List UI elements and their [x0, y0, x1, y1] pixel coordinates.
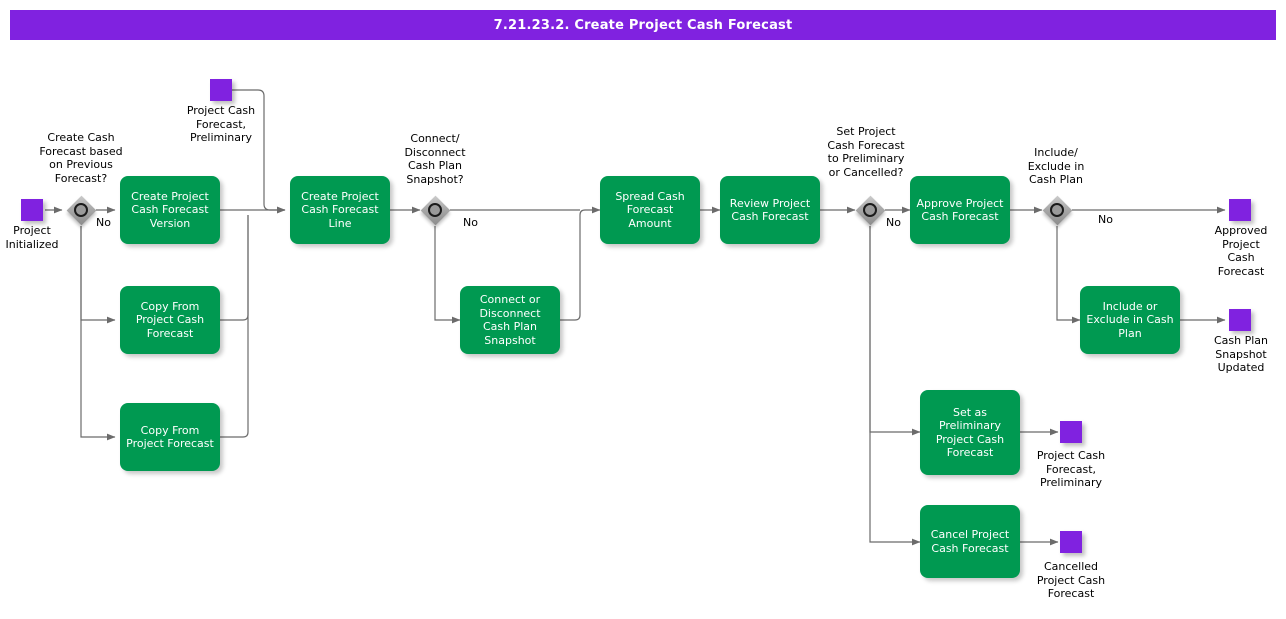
task-create-project-cash-forecast-line[interactable]: Create Project Cash Forecast Line — [290, 176, 390, 244]
event-project-cash-forecast-preliminary-end[interactable] — [1060, 421, 1082, 443]
task-label: Create Project Cash Forecast Line — [301, 189, 379, 230]
event-cancelled-project-cash-forecast-label: Cancelled Project Cash Forecast — [1036, 560, 1106, 600]
task-label: Spread Cash Forecast Amount — [615, 189, 685, 230]
task-cancel-project-cash-forecast[interactable]: Cancel Project Cash Forecast — [920, 505, 1020, 578]
task-set-as-preliminary-project-cash-forecast[interactable]: Set as Preliminary Project Cash Forecast — [920, 390, 1020, 475]
gateway-connect-disconnect-cash-plan-snapshot[interactable] — [420, 195, 450, 225]
task-label: Include or Exclude in Cash Plan — [1086, 299, 1174, 340]
task-connect-or-disconnect-cash-plan-snapshot[interactable]: Connect or Disconnect Cash Plan Snapshot — [460, 286, 560, 354]
gateway-set-preliminary-or-cancelled[interactable] — [855, 195, 885, 225]
task-label: Set as Preliminary Project Cash Forecast — [935, 405, 1005, 460]
task-label: Cancel Project Cash Forecast — [930, 528, 1010, 555]
gateway-create-based-on-previous-forecast-label: Create Cash Forecast based on Previous F… — [39, 131, 123, 185]
event-project-cash-forecast-preliminary-start-label: Project Cash Forecast, Preliminary — [186, 104, 256, 144]
event-cash-plan-snapshot-updated-label: Cash Plan Snapshot Updated — [1213, 334, 1269, 374]
task-review-project-cash-forecast[interactable]: Review Project Cash Forecast — [720, 176, 820, 244]
event-cancelled-project-cash-forecast[interactable] — [1060, 531, 1082, 553]
task-label: Create Project Cash Forecast Version — [131, 189, 209, 230]
gateway-include-exclude-in-cash-plan-label: Include/ Exclude in Cash Plan — [1027, 146, 1085, 186]
flow-label-no-4: No — [1098, 213, 1113, 226]
event-project-initialized-label: Project Initialized — [5, 224, 59, 251]
task-approve-project-cash-forecast[interactable]: Approve Project Cash Forecast — [910, 176, 1010, 244]
page-title: 7.21.23.2. Create Project Cash Forecast — [10, 10, 1276, 40]
gateway-set-preliminary-or-cancelled-label: Set Project Cash Forecast to Preliminary… — [827, 125, 905, 179]
task-label: Copy From Project Cash Forecast — [135, 299, 205, 340]
task-create-project-cash-forecast-version[interactable]: Create Project Cash Forecast Version — [120, 176, 220, 244]
gateway-include-exclude-in-cash-plan[interactable] — [1042, 195, 1072, 225]
flow-label-no-1: No — [96, 216, 111, 229]
task-copy-from-project-cash-forecast[interactable]: Copy From Project Cash Forecast — [120, 286, 220, 354]
gateway-create-based-on-previous-forecast[interactable] — [66, 195, 96, 225]
flow-label-no-3: No — [886, 216, 901, 229]
task-label: Connect or Disconnect Cash Plan Snapshot — [479, 293, 541, 347]
event-project-cash-forecast-preliminary-start[interactable] — [210, 79, 232, 101]
gateway-event-ring-icon — [74, 203, 88, 217]
event-cash-plan-snapshot-updated[interactable] — [1229, 309, 1251, 331]
event-project-initialized[interactable] — [21, 199, 43, 221]
flow-label-no-2: No — [463, 216, 478, 229]
task-copy-from-project-forecast[interactable]: Copy From Project Forecast — [120, 403, 220, 471]
gateway-connect-disconnect-cash-plan-snapshot-label: Connect/ Disconnect Cash Plan Snapshot? — [404, 132, 466, 186]
event-approved-project-cash-forecast[interactable] — [1229, 199, 1251, 221]
task-include-or-exclude-in-cash-plan[interactable]: Include or Exclude in Cash Plan — [1080, 286, 1180, 354]
event-project-cash-forecast-preliminary-end-label: Project Cash Forecast, Preliminary — [1036, 449, 1106, 489]
task-spread-cash-forecast-amount[interactable]: Spread Cash Forecast Amount — [600, 176, 700, 244]
task-label: Review Project Cash Forecast — [729, 196, 811, 224]
gateway-event-ring-icon — [863, 203, 877, 217]
task-label: Approve Project Cash Forecast — [916, 196, 1004, 224]
gateway-event-ring-icon — [1050, 203, 1064, 217]
gateway-event-ring-icon — [428, 203, 442, 217]
event-approved-project-cash-forecast-label: Approved Project Cash Forecast — [1214, 224, 1268, 278]
task-label: Copy From Project Forecast — [126, 423, 214, 451]
